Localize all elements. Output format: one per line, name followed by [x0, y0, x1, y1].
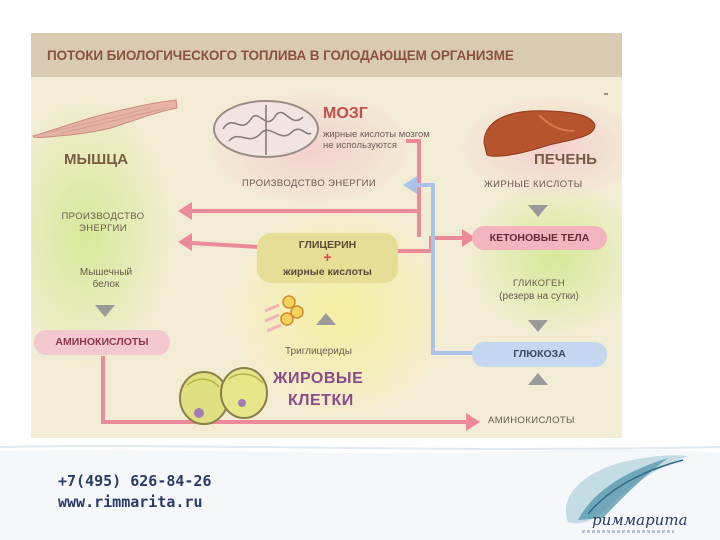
- footer-wave: [0, 445, 720, 540]
- ketone-bodies-box: КЕТОНОВЫЕ ТЕЛА: [472, 226, 607, 250]
- glycerol-box: ГЛИЦЕРИН + жирные кислоты: [257, 233, 398, 283]
- contacts-block: +7(495) 626-84-26 www.rimmarita.ru: [58, 471, 212, 513]
- glycogen-note: (резерв на сутки): [499, 291, 579, 302]
- brand-tagline: [582, 530, 674, 533]
- muscle-label: МЫШЦА: [64, 151, 129, 168]
- liver-label: ПЕЧЕНЬ: [534, 151, 597, 168]
- liver-icon: [483, 110, 596, 157]
- amino-to-liver-arrowhead: [466, 413, 480, 431]
- fat-to-ketone-arrowhead: [462, 229, 476, 247]
- liver-down-triangle-1: [528, 205, 548, 217]
- muscle-protein-line2: белок: [92, 279, 120, 290]
- brain-icon: [213, 100, 319, 158]
- liver-fatty-acids: ЖИРНЫЕ КИСЛОТЫ: [484, 179, 583, 190]
- ketone-to-muscle-arrowhead: [178, 202, 192, 220]
- mark-dash: [604, 93, 608, 95]
- brain-note-line2: не используются: [323, 140, 397, 151]
- fat-cells-icon: [179, 367, 268, 425]
- glucose-to-brain-arrow: [416, 183, 477, 355]
- flow-arrows: [95, 139, 548, 431]
- brain-note-line1: жирные кислоты мозгом: [323, 129, 430, 140]
- brain-label: МОЗГ: [323, 105, 368, 122]
- website-link[interactable]: www.rimmarita.ru: [58, 493, 203, 511]
- amino-acids-liver-label: АМИНОКИСЛОТЫ: [488, 415, 575, 426]
- liver-down-triangle-2: [528, 320, 548, 332]
- amino-acids-muscle-box: АМИНОКИСЛОТЫ: [34, 330, 170, 355]
- muscle-protein-line1: Мышечный: [79, 267, 133, 278]
- muscle-energy-line2: ЭНЕРГИИ: [79, 223, 127, 234]
- fat-cells-label-line1: ЖИРОВЫЕ: [273, 370, 364, 387]
- glycerol-fatty-acids: жирные кислоты: [283, 266, 372, 278]
- footer: [0, 445, 720, 540]
- amino-to-liver-arrow: [101, 356, 467, 424]
- brand-name: риммарита: [592, 511, 688, 529]
- fat-to-ketone-line: [398, 236, 463, 253]
- muscle-icon: [32, 99, 178, 138]
- glycerol-label: ГЛИЦЕРИН: [298, 239, 357, 251]
- glucose-up-triangle: [528, 373, 548, 385]
- phone-number[interactable]: +7(495) 626-84-26: [58, 472, 212, 490]
- glucose-box: ГЛЮКОЗА: [472, 342, 607, 367]
- fat-cells-label-line2: КЛЕТКИ: [288, 392, 354, 409]
- muscle-glow: [31, 103, 171, 363]
- fat-to-muscle-arrow: [190, 241, 260, 249]
- brain-energy-label: ПРОИЗВОДСТВО ЭНЕРГИИ: [242, 178, 377, 189]
- diagram-slide: ПОТОКИ БИОЛОГИЧЕСКОГО ТОПЛИВА В ГОЛОДАЮЩ…: [31, 33, 622, 438]
- triglyceride-icon: [264, 295, 304, 333]
- fat-to-muscle-arrowhead: [178, 233, 192, 251]
- ketone-to-brain-arrow: [406, 139, 421, 193]
- muscle-down-triangle: [95, 305, 115, 317]
- triglyceride-up-triangle: [316, 313, 336, 325]
- page-title: ПОТОКИ БИОЛОГИЧЕСКОГО ТОПЛИВА В ГОЛОДАЮЩ…: [47, 48, 514, 63]
- muscle-energy-line1: ПРОИЗВОДСТВО: [61, 211, 145, 222]
- glucose-to-brain-arrowhead: [403, 176, 417, 194]
- title-bar: ПОТОКИ БИОЛОГИЧЕСКОГО ТОПЛИВА В ГОЛОДАЮЩ…: [31, 33, 622, 77]
- plus-sign: +: [323, 249, 332, 265]
- liver-glow: [471, 183, 622, 333]
- triglycerides-label: Триглицериды: [285, 346, 352, 357]
- brand-logo-icon: [565, 455, 688, 524]
- glycogen-label: ГЛИКОГЕН: [512, 278, 566, 289]
